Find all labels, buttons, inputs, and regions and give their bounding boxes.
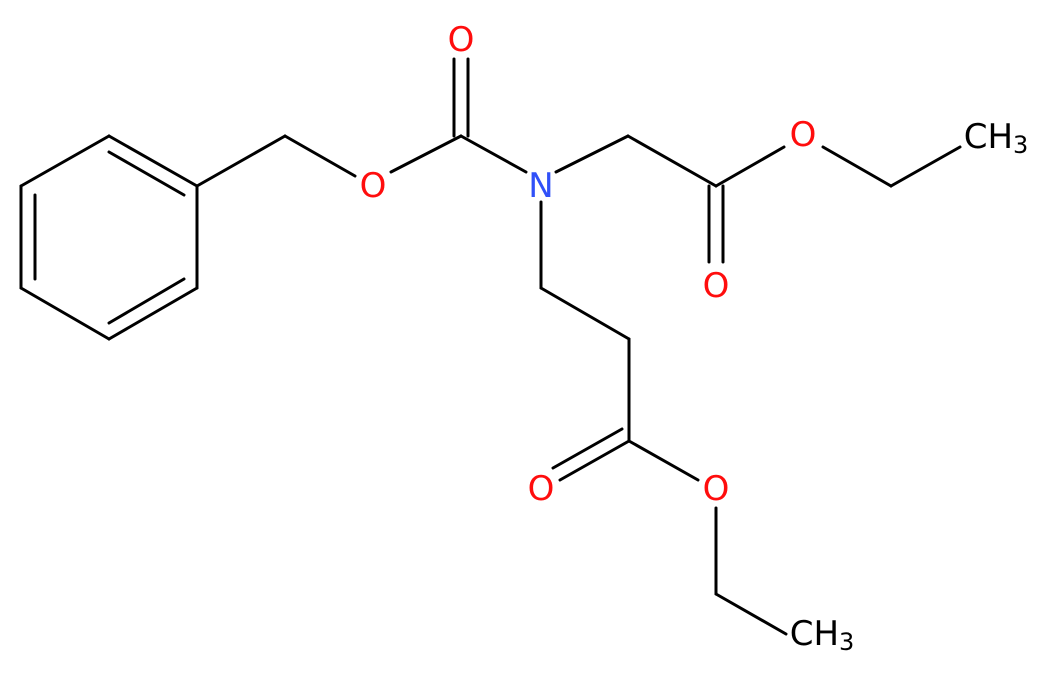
ch3-bottom-subscript: 3 [839, 628, 854, 656]
atom-o-carbonyl-bottom: O [528, 469, 555, 509]
bond-o-ch2-top [821, 145, 893, 188]
bonds [19, 57, 962, 636]
bond-ester-double-bottom-a [558, 439, 631, 482]
atom-ch3-bottom: CH3 [790, 614, 855, 656]
bond-ch2-o [283, 134, 357, 178]
atom-o-carbonyl-top: O [703, 266, 730, 306]
bond-carbonyl-n [459, 134, 528, 174]
bond-ester-double-bottom-b [551, 427, 624, 470]
ch3-top-subscript: 3 [1013, 131, 1028, 159]
atom-o-ester-bottom: O [703, 469, 730, 509]
bond-ch2-ch2-bottom [539, 286, 631, 341]
bond-ch2-ch3-bottom [714, 592, 788, 636]
atom-o-ester-top: O [790, 115, 817, 155]
bond-ring-ch2 [195, 134, 287, 188]
bond-ring-1 [107, 134, 199, 188]
ch3-bottom-main: CH [790, 614, 839, 654]
bond-ring-1-inner [107, 150, 186, 197]
bond-ring-3-inner [107, 277, 186, 325]
bond-o-carbonyl-c [389, 134, 463, 174]
bond-ring-4 [19, 286, 111, 341]
bond-ring-3 [107, 286, 199, 341]
bond-ring-6 [19, 134, 111, 188]
atom-labels: O O N O O O O CH3 CH3 [360, 20, 1029, 656]
ch3-top-main: CH [964, 117, 1013, 157]
bond-ch2-ester-c-top [626, 134, 718, 188]
atom-o-ester-cbz: O [360, 166, 387, 206]
bond-ester-c-o-bottom [627, 439, 700, 482]
bond-ester-c-o-top [714, 145, 786, 188]
atom-o-carbonyl-cbz: O [448, 20, 475, 60]
atom-n-amine: N [528, 166, 553, 206]
atom-ch3-top: CH3 [964, 117, 1029, 159]
bond-ch2-ch3-top [889, 145, 962, 188]
bond-n-ch2-top [554, 134, 630, 174]
